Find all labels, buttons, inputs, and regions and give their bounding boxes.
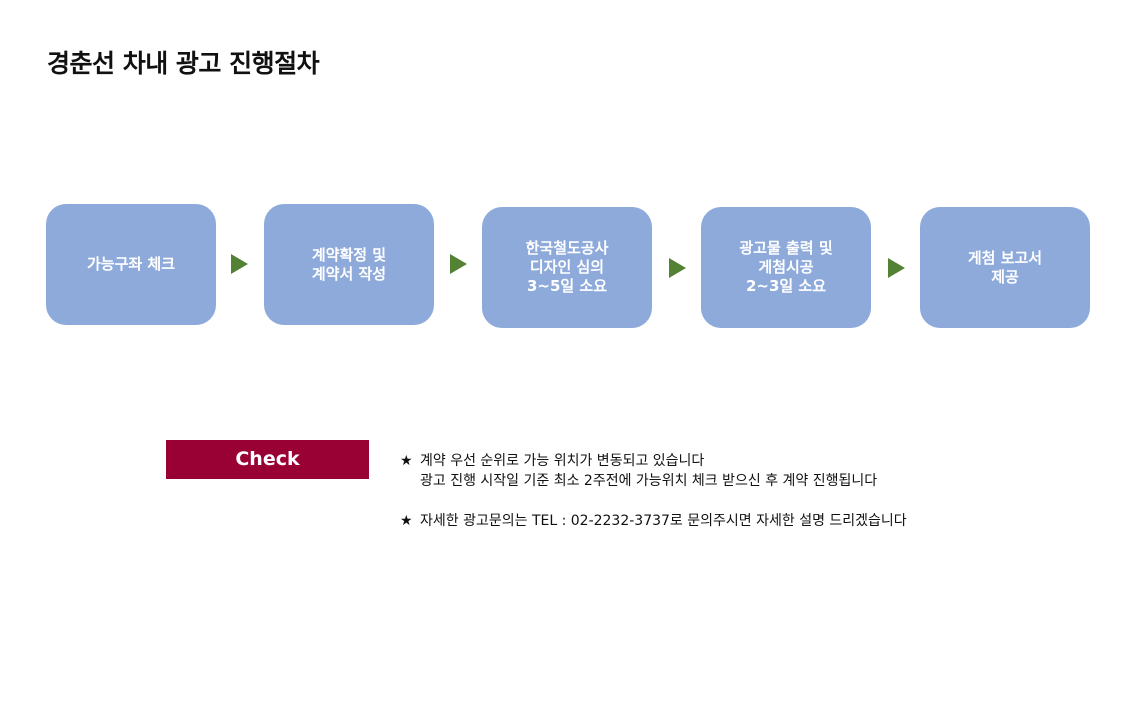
step-label: 광고물 출력 및 게첨시공 2~3일 소요 bbox=[739, 239, 833, 295]
note-line: 광고 진행 시작일 기준 최소 2주전에 가능위치 체크 받으신 후 계약 진행… bbox=[420, 473, 878, 489]
note-item: ★ 자세한 광고문의는 TEL : 02-2232-3737로 문의주시면 자세… bbox=[400, 511, 907, 531]
star-icon: ★ bbox=[400, 513, 413, 529]
step-print-install: 광고물 출력 및 게첨시공 2~3일 소요 bbox=[701, 207, 871, 328]
check-label: Check bbox=[235, 447, 300, 470]
arrow-right-icon bbox=[450, 254, 467, 274]
arrow-right-icon bbox=[888, 258, 905, 278]
note-line: 자세한 광고문의는 TEL : 02-2232-3737로 문의주시면 자세한 … bbox=[420, 513, 907, 529]
step-label: 게첨 보고서 제공 bbox=[967, 248, 1043, 286]
step-contract: 계약확정 및 계약서 작성 bbox=[264, 204, 434, 325]
arrow-right-icon bbox=[669, 258, 686, 278]
star-icon: ★ bbox=[400, 453, 413, 469]
step-label: 한국철도공사 디자인 심의 3~5일 소요 bbox=[525, 239, 609, 295]
note-item: ★ 계약 우선 순위로 가능 위치가 변동되고 있습니다 광고 진행 시작일 기… bbox=[400, 451, 907, 491]
notes: ★ 계약 우선 순위로 가능 위치가 변동되고 있습니다 광고 진행 시작일 기… bbox=[400, 451, 907, 531]
arrow-right-icon bbox=[231, 254, 248, 274]
check-badge: Check bbox=[166, 440, 369, 479]
step-label: 가능구좌 체크 bbox=[86, 255, 176, 273]
step-availability-check: 가능구좌 체크 bbox=[46, 204, 216, 325]
step-report: 게첨 보고서 제공 bbox=[920, 207, 1090, 328]
step-design-review: 한국철도공사 디자인 심의 3~5일 소요 bbox=[482, 207, 652, 328]
page-title: 경춘선 차내 광고 진행절차 bbox=[47, 49, 320, 78]
step-label: 계약확정 및 계약서 작성 bbox=[311, 245, 387, 283]
note-line: 계약 우선 순위로 가능 위치가 변동되고 있습니다 bbox=[420, 453, 705, 469]
